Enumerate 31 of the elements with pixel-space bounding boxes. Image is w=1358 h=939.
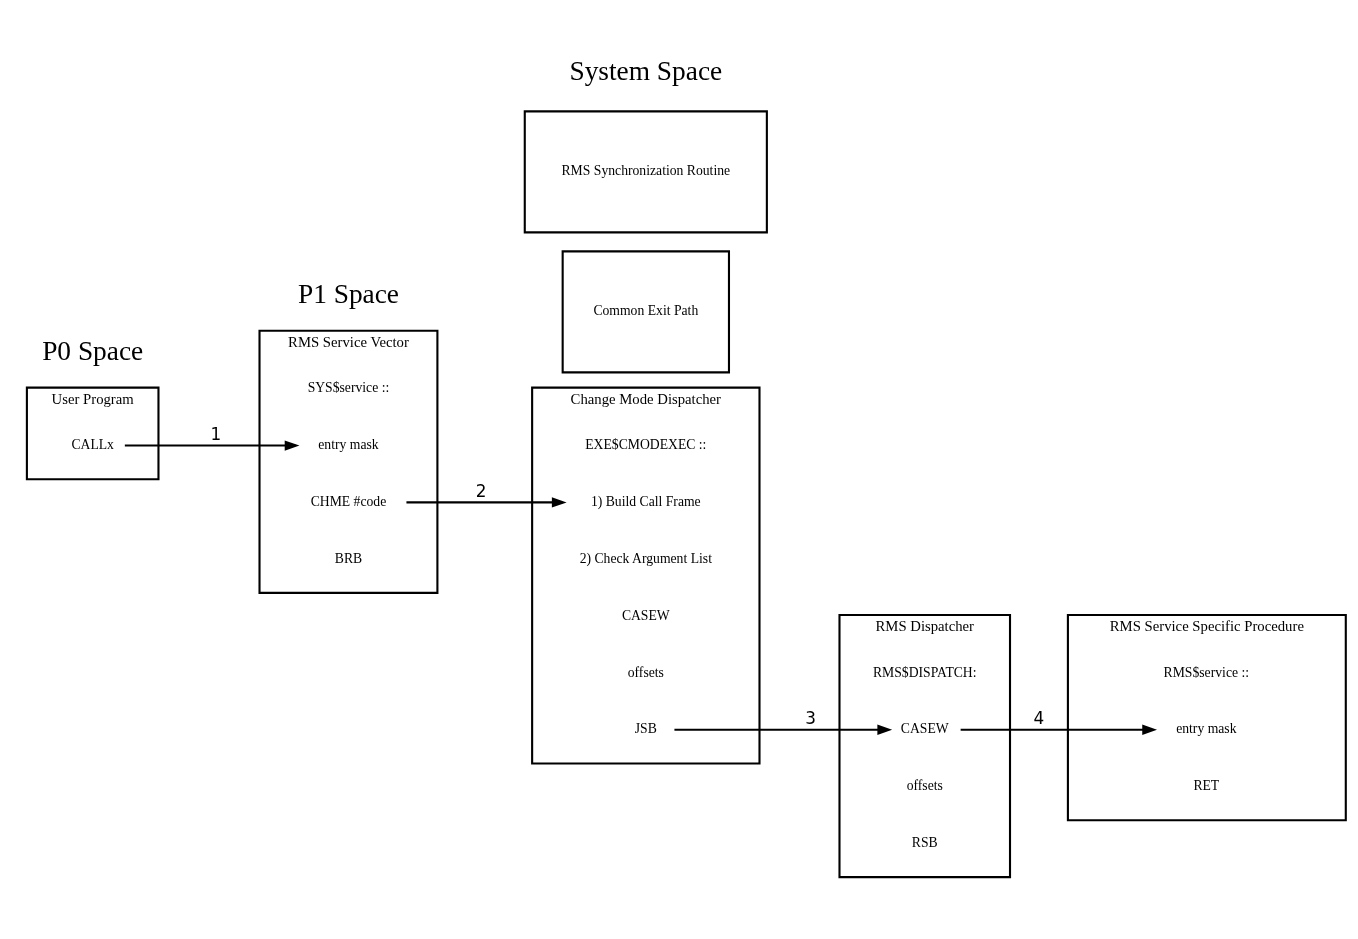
node-text: RMS$service :: [1163, 664, 1249, 680]
node-text: offsets [906, 778, 943, 794]
node-text: entry mask [317, 437, 379, 453]
arrow [405, 497, 567, 508]
node-text: CALLx [70, 437, 114, 453]
label: P1 Space [297, 278, 399, 309]
node-text: 2) Check Argument List [579, 550, 712, 566]
node-text: entry mask [1175, 721, 1237, 737]
node-text: 1) Build Call Frame [590, 493, 701, 509]
edge-label: 2 [475, 480, 486, 501]
node-text: BRB [334, 550, 362, 566]
arrow [673, 724, 892, 735]
node-box: RMS Synchronization Routine [523, 110, 768, 234]
node-text: CASEW [621, 607, 670, 623]
node-box: Common Exit Path [561, 250, 730, 374]
label: P0 Space [41, 335, 143, 366]
node-text: CASEW [900, 721, 949, 737]
node-text: offsets [627, 664, 664, 680]
arrow [124, 440, 299, 451]
node-text: EXE$CMODEXEC :: [584, 437, 706, 453]
label: System Space [568, 55, 722, 86]
node-text: CHME #code [310, 493, 386, 509]
arrow [960, 724, 1157, 735]
node-text: RET [1192, 778, 1219, 794]
node-text: SYS$service :: [307, 380, 389, 396]
edge-label: 3 [804, 708, 816, 729]
node-text: RMS$DISPATCH: [872, 664, 977, 680]
node-text: RSB [911, 835, 938, 851]
edge-label: 1 [209, 424, 221, 445]
edge-label: 4 [1033, 708, 1044, 729]
node-text: JSB [634, 721, 657, 737]
